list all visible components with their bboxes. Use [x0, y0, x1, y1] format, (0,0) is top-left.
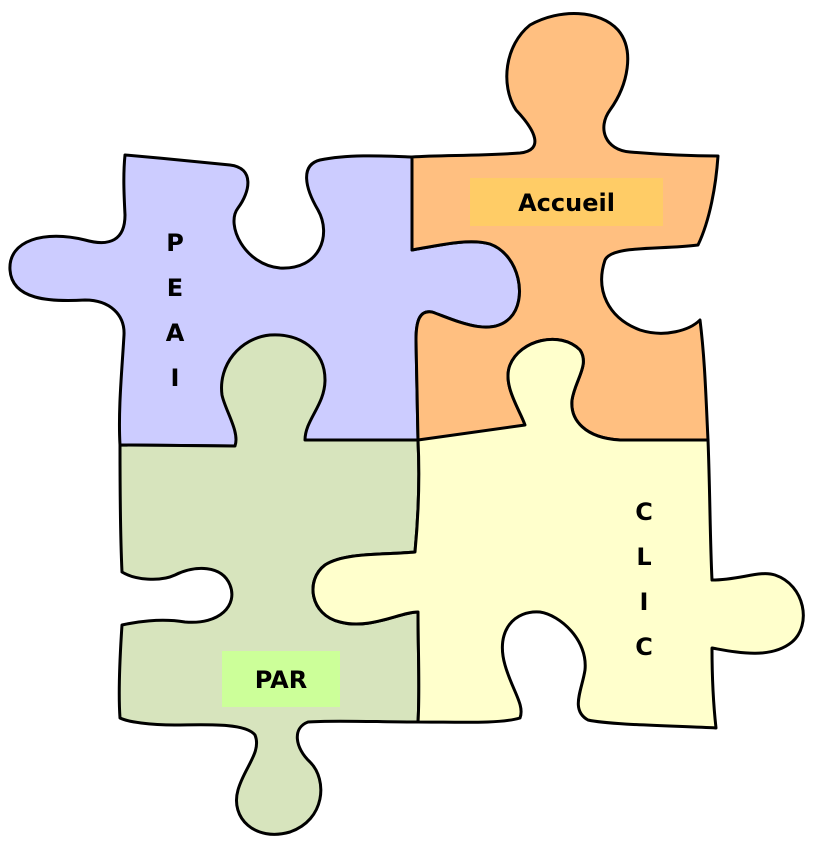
label-par-background	[222, 651, 340, 707]
label-clic: C L I C	[635, 498, 653, 661]
label-clic-letter: C	[635, 498, 653, 526]
label-clic-letter: L	[636, 543, 651, 571]
label-peai-letter: P	[166, 229, 184, 257]
label-accueil: Accueil	[470, 178, 663, 226]
puzzle-piece-accueil	[410, 12, 720, 443]
label-par: PAR	[222, 651, 340, 707]
label-par-text: PAR	[255, 666, 307, 694]
label-peai-letter: A	[166, 319, 185, 347]
label-accueil-text: Accueil	[518, 189, 615, 217]
puzzle-piece-par	[117, 333, 421, 836]
label-clic-letter: C	[635, 633, 653, 661]
label-accueil-background	[470, 178, 663, 226]
puzzle-piece-clic	[311, 337, 805, 730]
label-peai-letter: I	[171, 364, 180, 392]
label-clic-letter: I	[640, 588, 649, 616]
label-peai: P E A I	[166, 229, 185, 392]
label-peai-letter: E	[167, 274, 183, 302]
